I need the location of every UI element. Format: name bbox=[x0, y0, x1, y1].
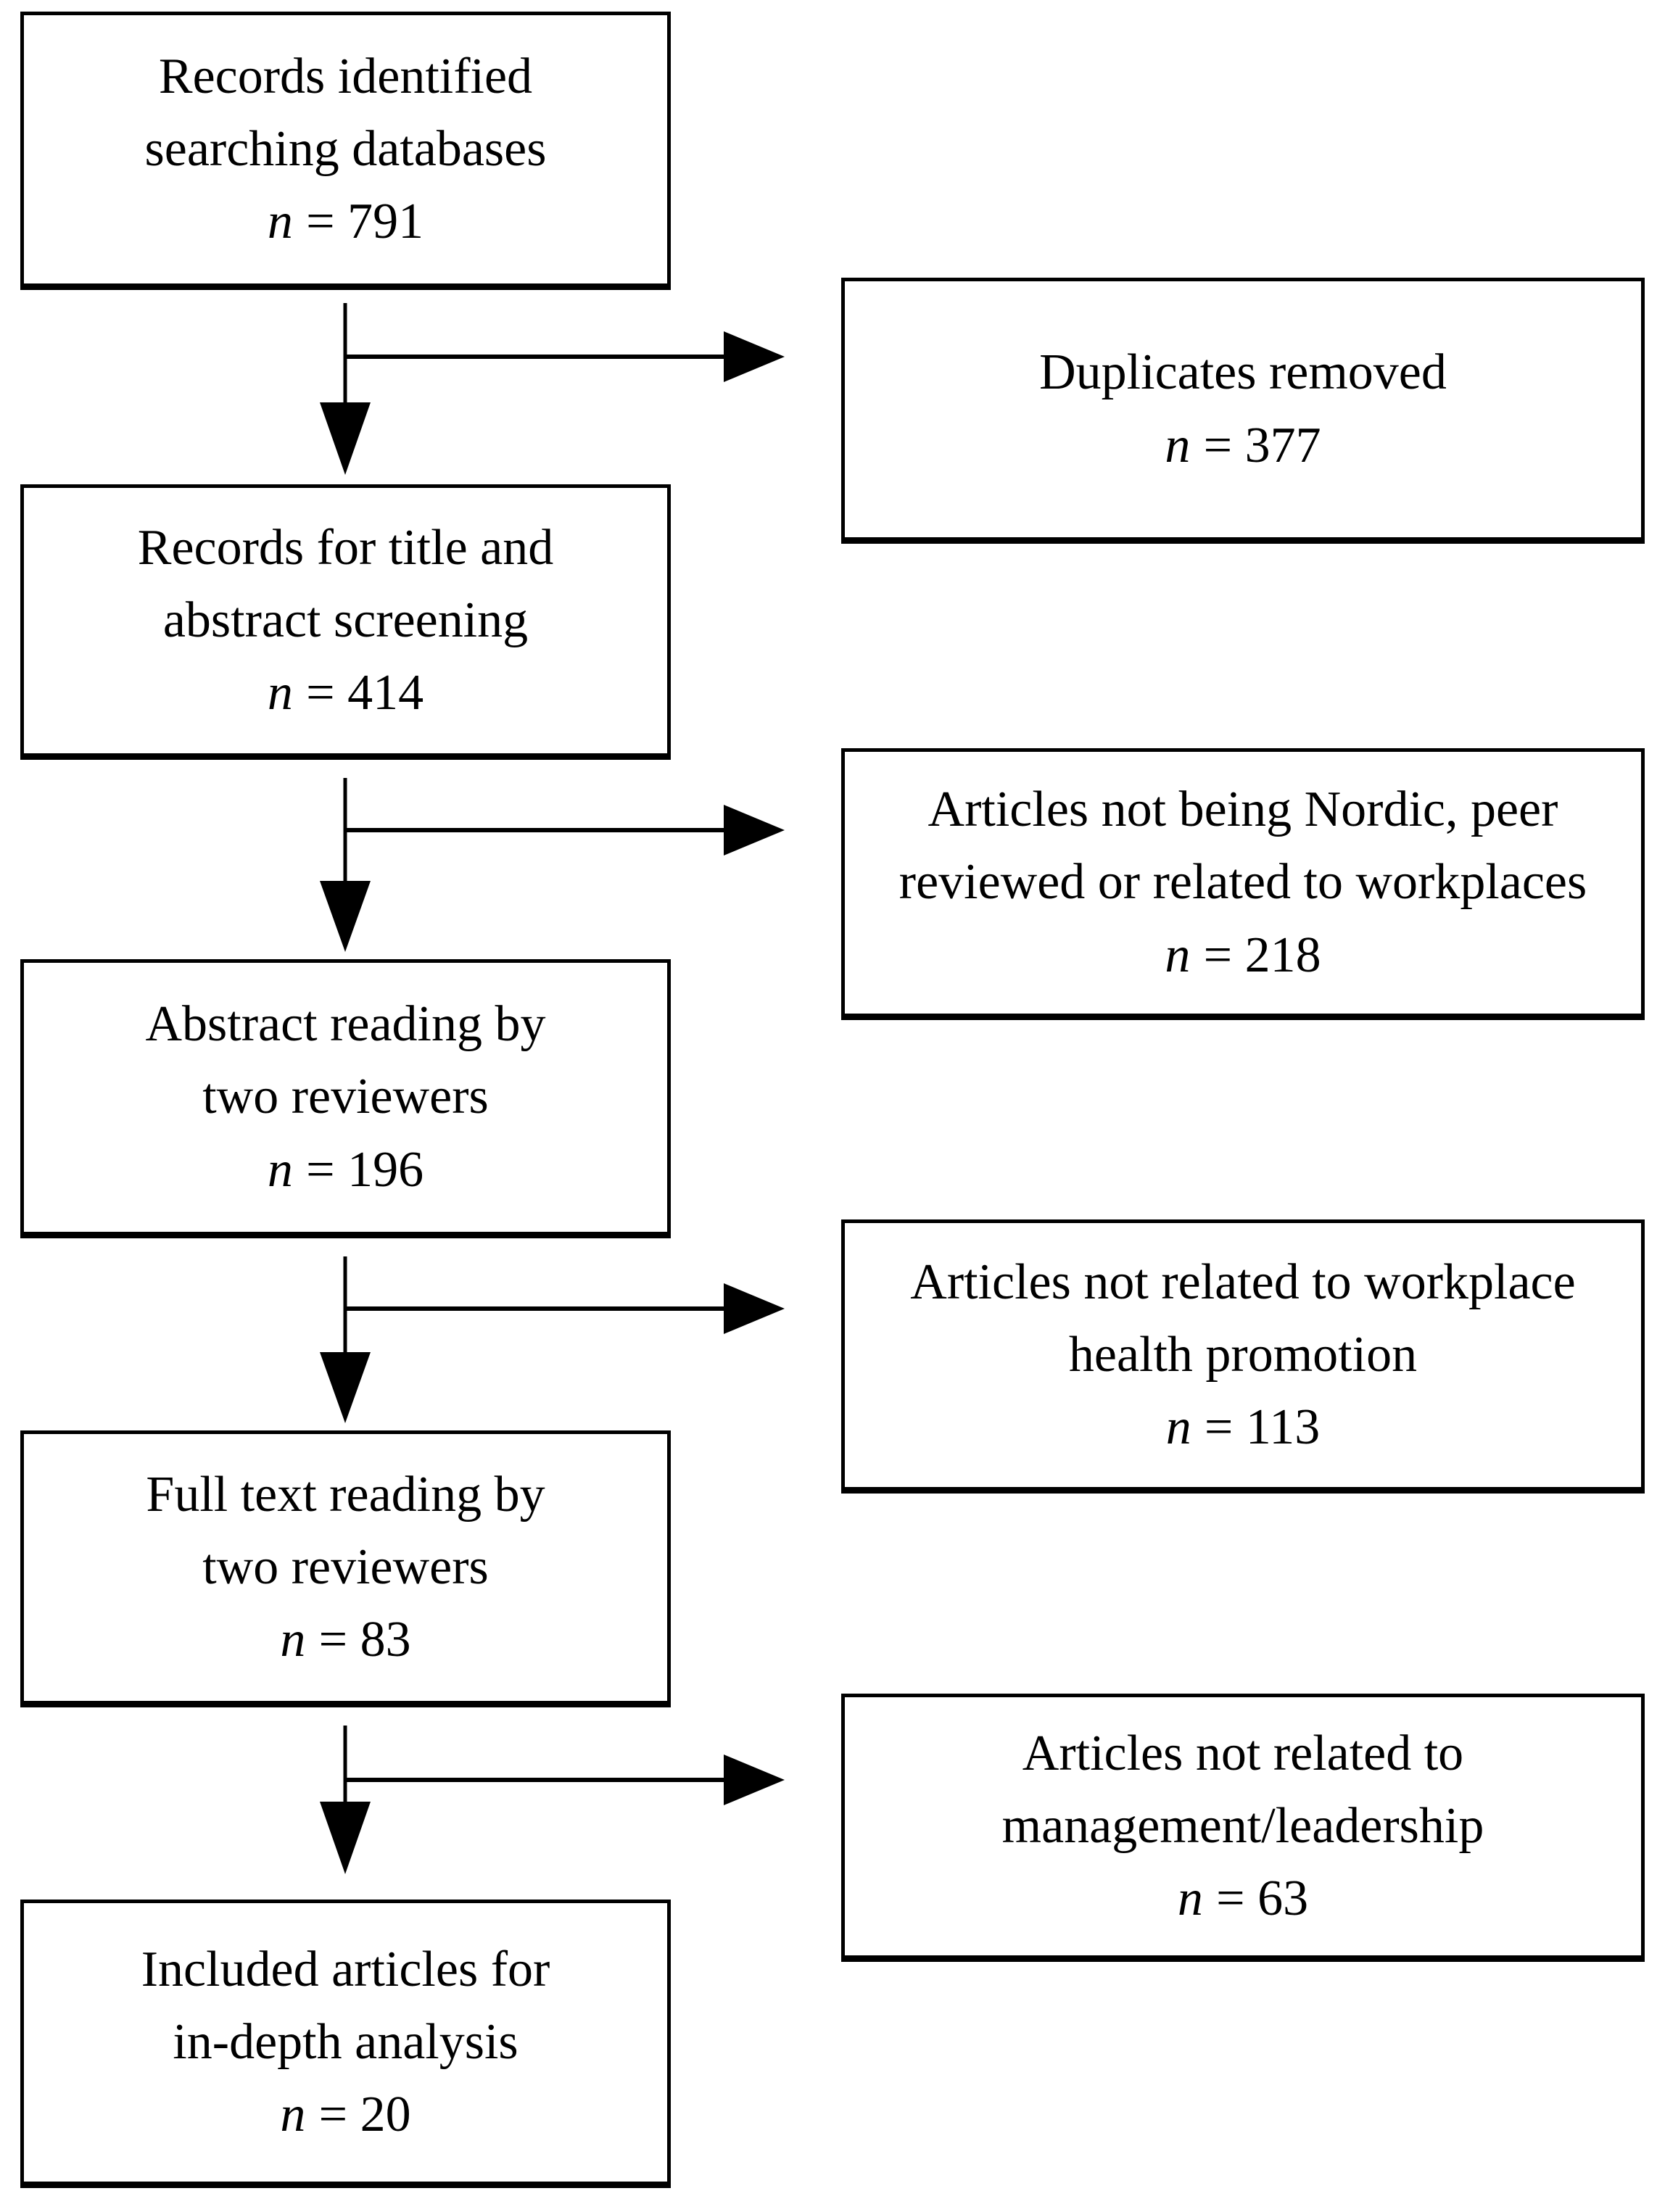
n-value: = 414 bbox=[306, 665, 424, 721]
box-not-workplace-health-promotion: Articles not related to workplace health… bbox=[841, 1219, 1645, 1494]
box-label: Duplicates removed bbox=[1039, 344, 1447, 401]
box-label: Records for title and abstract screening bbox=[137, 519, 554, 648]
n-value: = 218 bbox=[1203, 927, 1321, 983]
branch-arrow-not-management bbox=[345, 1755, 785, 1805]
n-symbol: n bbox=[280, 1612, 306, 1668]
box-count: n= 83 bbox=[280, 1604, 410, 1676]
box-title-abstract-screening: Records for title and abstract screening… bbox=[20, 484, 671, 760]
n-value: = 113 bbox=[1204, 1399, 1321, 1456]
box-count: n= 113 bbox=[1166, 1391, 1321, 1464]
n-symbol: n bbox=[1165, 1399, 1191, 1456]
box-label: Full text reading by two reviewers bbox=[146, 1466, 545, 1595]
box-count: n= 196 bbox=[268, 1134, 424, 1206]
n-value: = 196 bbox=[306, 1141, 424, 1198]
down-arrow-1 bbox=[320, 303, 371, 475]
branch-arrow-not-nordic bbox=[345, 805, 785, 856]
box-label: Records identified searching databases bbox=[144, 48, 547, 177]
n-symbol: n bbox=[1165, 417, 1191, 473]
n-symbol: n bbox=[267, 194, 293, 250]
branch-arrow-not-health-promotion bbox=[345, 1283, 785, 1334]
n-symbol: n bbox=[1165, 927, 1191, 983]
box-label: Articles not related to workplace health… bbox=[910, 1254, 1576, 1383]
box-full-text-reading: Full text reading by two reviewers n= 83 bbox=[20, 1430, 671, 1707]
box-count: n= 414 bbox=[268, 657, 424, 729]
n-symbol: n bbox=[1177, 1871, 1203, 1927]
n-value: = 20 bbox=[318, 2087, 411, 2143]
branch-arrow-duplicates-removed bbox=[345, 331, 785, 382]
n-value: = 83 bbox=[318, 1612, 411, 1668]
n-symbol: n bbox=[280, 2087, 306, 2143]
box-included-articles: Included articles for in-depth analysis … bbox=[20, 1900, 671, 2188]
box-label: Articles not being Nordic, peer reviewed… bbox=[898, 782, 1587, 911]
box-count: n= 218 bbox=[1165, 919, 1321, 992]
box-records-identified: Records identified searching databases n… bbox=[20, 12, 671, 290]
box-label: Included articles for in-depth analysis bbox=[141, 1941, 550, 2070]
down-arrow-4 bbox=[320, 1726, 371, 1874]
n-value: = 791 bbox=[306, 194, 424, 250]
n-symbol: n bbox=[267, 1141, 293, 1198]
down-arrow-2 bbox=[320, 778, 371, 952]
n-value: = 63 bbox=[1216, 1871, 1309, 1927]
box-label: Abstract reading by two reviewers bbox=[145, 996, 546, 1125]
box-not-nordic-peer-reviewed: Articles not being Nordic, peer reviewed… bbox=[841, 748, 1645, 1020]
box-duplicates-removed: Duplicates removed n= 377 bbox=[841, 278, 1645, 544]
box-abstract-reading: Abstract reading by two reviewers n= 196 bbox=[20, 959, 671, 1238]
box-count: n= 791 bbox=[268, 186, 424, 258]
n-value: = 377 bbox=[1203, 417, 1321, 473]
box-count: n= 377 bbox=[1165, 410, 1321, 482]
down-arrow-3 bbox=[320, 1256, 371, 1423]
n-symbol: n bbox=[267, 665, 293, 721]
box-count: n= 20 bbox=[280, 2079, 410, 2151]
box-count: n= 63 bbox=[1178, 1863, 1308, 1935]
box-label: Articles not related to management/leade… bbox=[1001, 1725, 1484, 1854]
box-not-management-leadership: Articles not related to management/leade… bbox=[841, 1694, 1645, 1962]
